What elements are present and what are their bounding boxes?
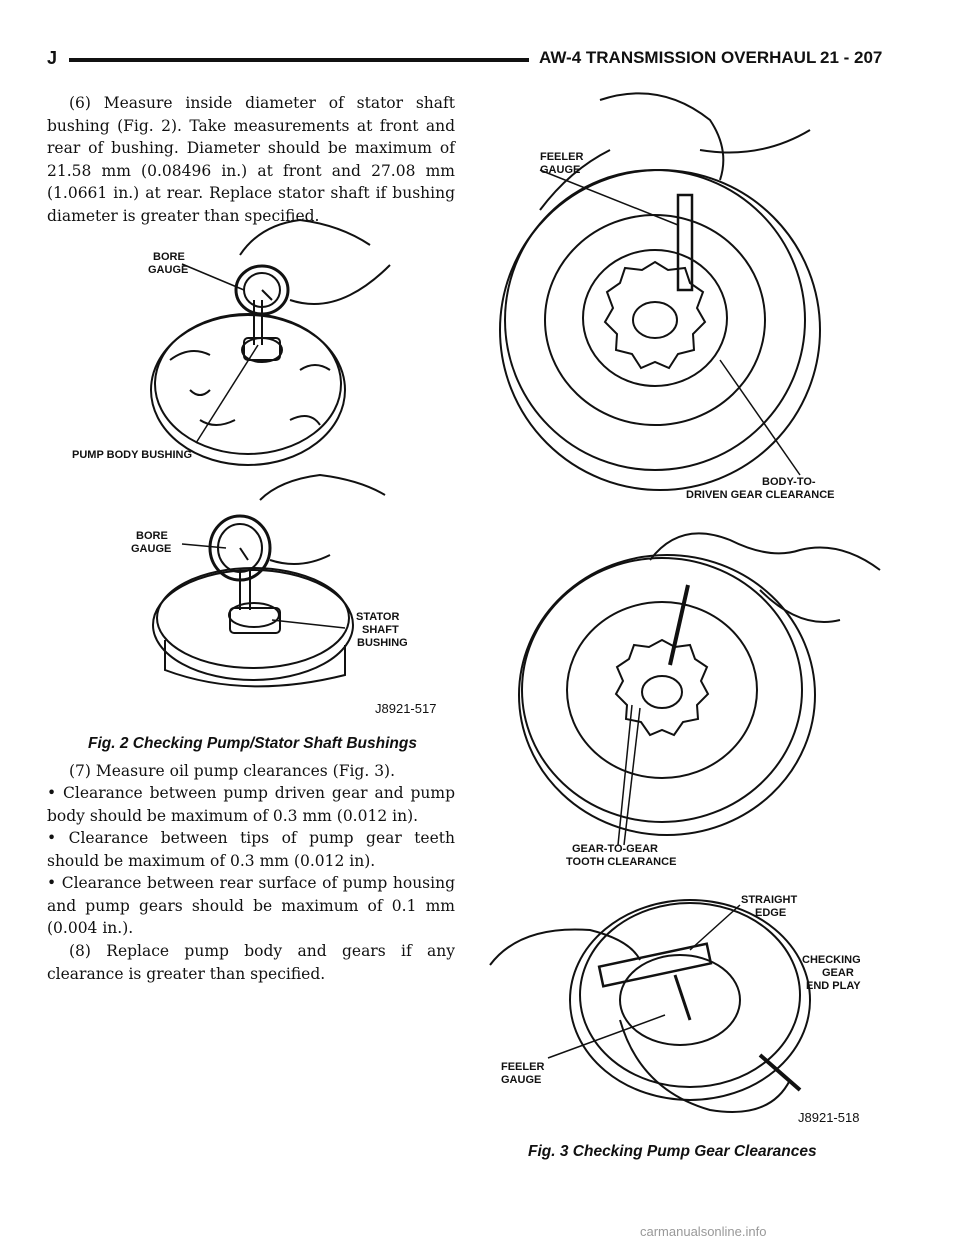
fig3-id: J8921-518 <box>798 1110 859 1125</box>
fig3-feeler-label-1a: FEELER <box>540 151 583 163</box>
fig2-id: J8921-517 <box>375 701 436 716</box>
bullet-3-text: Clearance between rear surface of pump h… <box>47 874 455 937</box>
fig3-straight-label-a: STRAIGHT <box>741 894 798 906</box>
fig3-feeler-label-2b: GAUGE <box>501 1074 541 1086</box>
bullet-icon: • <box>47 874 62 892</box>
bullet-2: • Clearance between tips of pump gear te… <box>47 827 455 872</box>
fig3-checking-label-c: END PLAY <box>806 980 861 992</box>
fig3-bottom-leaders <box>547 904 741 1059</box>
fig3-top-illustration <box>499 92 821 491</box>
fig3-checking-label-a: CHECKING <box>802 954 861 966</box>
bullet-1: • Clearance between pump driven gear and… <box>47 782 455 827</box>
fig3-top-leaders <box>539 169 801 476</box>
fig3-middle-illustration <box>518 532 881 836</box>
page-title: AW-4 TRANSMISSION OVERHAUL <box>539 48 817 67</box>
fig3-caption: Fig. 3 Checking Pump Gear Clearances <box>528 1143 817 1160</box>
fig3-gear-label-a: GEAR-TO-GEAR <box>572 843 658 855</box>
bullet-icon: • <box>47 784 64 802</box>
fig3-gear-label-b: TOOTH CLEARANCE <box>566 856 676 868</box>
page-header: J AW-4 TRANSMISSION OVERHAUL 21 - 207 <box>47 40 887 80</box>
fig2-bore-label-2b: GAUGE <box>131 543 171 555</box>
fig2-caption: Fig. 2 Checking Pump/Stator Shaft Bushin… <box>88 735 417 752</box>
fig2-stator-label-b: SHAFT <box>362 624 399 636</box>
fig2-stator-label-c: BUSHING <box>357 637 408 649</box>
bullet-1-text: Clearance between pump driven gear and p… <box>47 784 455 825</box>
bullet-3: • Clearance between rear surface of pump… <box>47 872 455 940</box>
fig2-bore-label-1a: BORE <box>153 251 185 263</box>
fig3-checking-label-b: GEAR <box>822 967 854 979</box>
step-6-paragraph: (6) Measure inside diameter of stator sh… <box>47 94 455 225</box>
fig2-bore-label-2a: BORE <box>136 530 168 542</box>
header-rule <box>69 58 529 62</box>
fig2-pump-bushing-label: PUMP BODY BUSHING <box>72 449 192 461</box>
section-letter: J <box>47 48 58 68</box>
watermark: carmanualsonline.info <box>640 1224 767 1239</box>
fig3-body-label-a: BODY-TO- <box>762 476 816 488</box>
fig2-bottom-illustration <box>152 473 386 688</box>
fig2-bore-label-1b: GAUGE <box>148 264 188 276</box>
fig3-bottom-illustration <box>489 899 811 1113</box>
fig2-stator-label-a: STATOR <box>356 611 399 623</box>
fig3-body-label-b: DRIVEN GEAR CLEARANCE <box>686 489 835 501</box>
fig3-feeler-label-2a: FEELER <box>501 1061 544 1073</box>
fig3-feeler-label-1b: GAUGE <box>540 164 580 176</box>
step-8-paragraph: (8) Replace pump body and gears if any c… <box>47 942 455 983</box>
bullet-icon: • <box>47 829 69 847</box>
fig2-leaders <box>181 263 346 629</box>
step-7-paragraph: (7) Measure oil pump clearances (Fig. 3)… <box>69 762 396 780</box>
fig3-middle-leaders <box>617 704 641 846</box>
fig3-straight-label-b: EDGE <box>755 907 786 919</box>
bullet-2-text: Clearance between tips of pump gear teet… <box>47 829 455 870</box>
page-number: 21 - 207 <box>820 48 883 67</box>
fig2-top-illustration <box>150 218 391 466</box>
